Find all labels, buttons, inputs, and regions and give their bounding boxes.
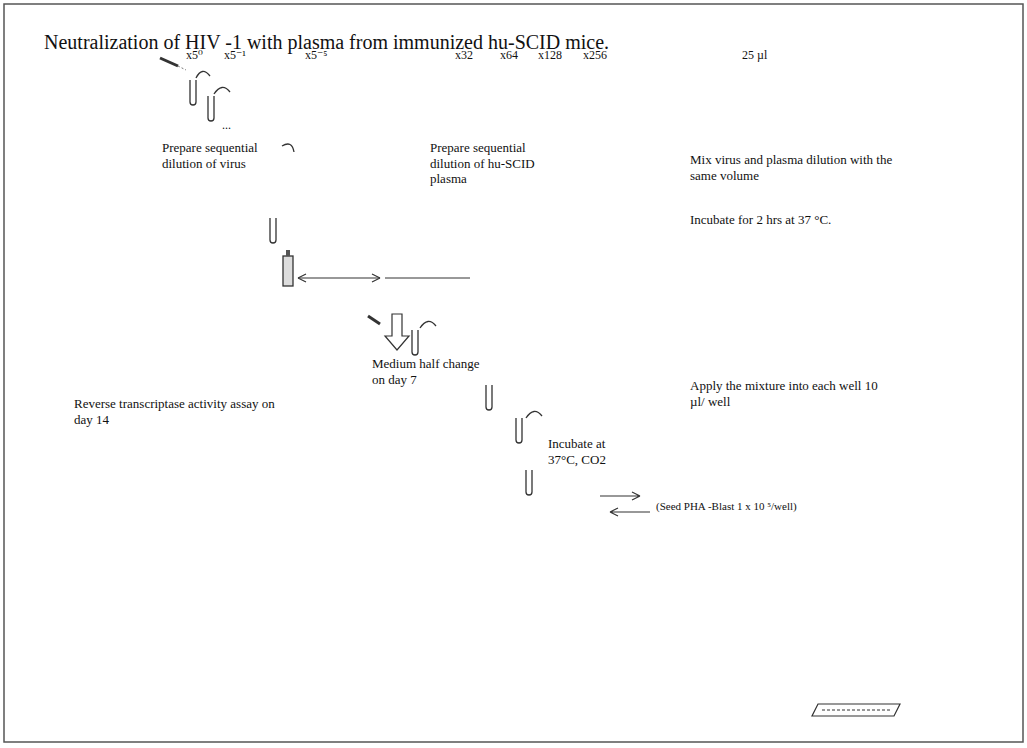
step-note: Medium half change on day 7 — [372, 356, 484, 387]
step-note: Apply the mixture into each well 10 µl/ … — [690, 378, 890, 409]
step-note: Incubate at 37°C, CO2 — [548, 436, 638, 467]
dilution-factor: x32 — [455, 48, 473, 62]
dilution-factor: x128 — [538, 48, 562, 62]
dilution-factor: x5⁻⁵ — [305, 48, 328, 62]
step-note: Incubate for 2 hrs at 37 °C. — [690, 212, 831, 228]
volume-label: 25 µl — [742, 48, 767, 62]
step-note: Prepare sequential dilution of hu-SCID p… — [430, 140, 560, 187]
step-note: Prepare sequential dilution of virus — [162, 140, 280, 171]
ellipsis: ... — [222, 118, 231, 132]
step-note: Reverse transcriptase activity assay on … — [74, 396, 284, 427]
step-note: (Seed PHA -Blast 1 x 10 ⁵/well) — [656, 500, 797, 513]
dilution-factor: x64 — [500, 48, 518, 62]
dilution-factor: x256 — [583, 48, 607, 62]
dilution-factor: x5⁰ — [186, 48, 203, 62]
step-note: Mix virus and plasma dilution with the s… — [690, 152, 920, 183]
dilution-factor: x5⁻¹ — [224, 48, 246, 62]
